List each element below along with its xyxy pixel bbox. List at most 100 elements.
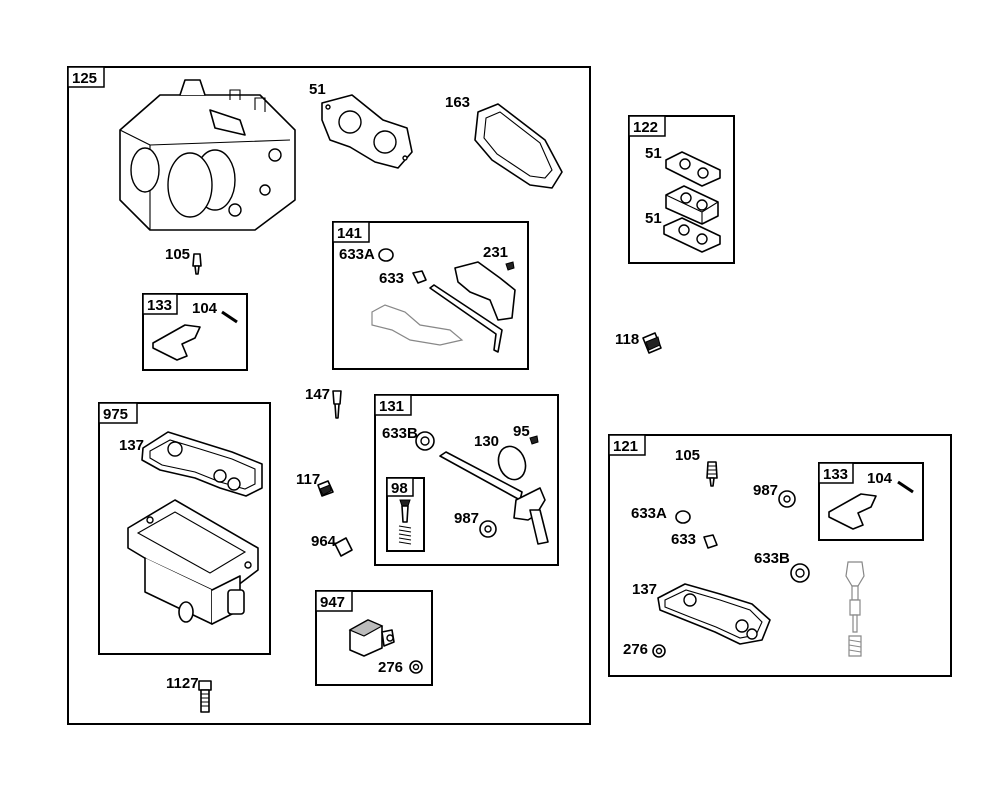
callout-51-lower: 51 <box>645 210 662 227</box>
group-133-upper-tag: 133 <box>147 297 172 314</box>
jet-105-kit <box>706 461 718 487</box>
group-121-tag-box <box>608 434 646 456</box>
callout-633-kit: 633 <box>671 531 696 548</box>
callout-51-upper: 51 <box>645 145 662 162</box>
group-131-tag: 131 <box>379 398 404 415</box>
bushing-987-kit <box>778 490 796 508</box>
group-133-lower-tag-box <box>818 462 854 484</box>
mixture-screw-body <box>401 505 409 523</box>
sleeve-964 <box>334 537 353 557</box>
carburetor-body <box>119 79 296 231</box>
callout-137: 137 <box>119 437 144 454</box>
bushing-633a-kit <box>675 510 691 524</box>
callout-276: 276 <box>378 659 403 676</box>
group-141: 141 633A 633 231 <box>332 221 529 370</box>
group-122-frame <box>628 115 735 264</box>
mixture-spring <box>398 525 412 545</box>
group-125-tag: 125 <box>72 70 97 87</box>
callout-633b-kit: 633B <box>754 550 790 567</box>
group-947: 947 276 <box>315 590 433 686</box>
callout-95: 95 <box>513 423 530 440</box>
group-131-frame <box>374 394 559 566</box>
oring-276-kit <box>652 644 666 658</box>
throttle-shaft <box>429 284 503 353</box>
seal-633b <box>415 431 435 451</box>
jet-105 <box>192 253 202 275</box>
float-lever <box>152 324 201 361</box>
group-947-tag-box <box>315 590 353 612</box>
callout-105-kit: 105 <box>675 447 700 464</box>
group-131: 131 633B 130 95 987 <box>374 394 559 566</box>
group-133-lower: 133 104 <box>818 462 924 541</box>
callout-1127: 1127 <box>166 675 199 692</box>
group-121: 121 105 987 633A 633 633B 137 2 <box>608 434 952 677</box>
bushing-633a <box>378 248 394 262</box>
group-125-frame <box>67 66 591 725</box>
group-98: 98 <box>386 477 425 552</box>
group-125: 125 <box>67 66 591 725</box>
group-98-tag: 98 <box>391 480 408 497</box>
group-122: 122 51 51 <box>628 115 735 264</box>
float-lever-kit <box>828 493 877 530</box>
bolt-1127 <box>198 680 212 713</box>
bushing-987 <box>479 520 497 538</box>
gasket-163 <box>474 103 563 189</box>
choke-plate-130 <box>497 445 527 481</box>
gasket-51-bottom <box>663 217 721 253</box>
float-pin-kit <box>897 480 914 494</box>
bowl-gasket-137-kit <box>657 583 771 645</box>
group-121-frame <box>608 434 952 677</box>
group-975-tag-box <box>98 402 138 424</box>
callout-147: 147 <box>305 386 330 403</box>
screw-95 <box>529 435 539 445</box>
throttle-plate <box>454 261 516 321</box>
group-98-tag-box <box>386 477 414 497</box>
gasket-51 <box>321 94 413 169</box>
callout-104-kit: 104 <box>867 470 893 487</box>
group-141-tag: 141 <box>337 225 362 242</box>
plug-118 <box>642 332 662 354</box>
callout-964: 964 <box>311 533 337 550</box>
callout-163: 163 <box>445 94 470 111</box>
gasket-51-top <box>665 151 721 187</box>
callout-987-kit: 987 <box>753 482 778 499</box>
group-133-lower-frame <box>818 462 924 541</box>
group-947-tag: 947 <box>320 594 345 611</box>
group-121-tag: 121 <box>613 438 638 455</box>
bowl-gasket-137 <box>141 431 263 497</box>
oring-276 <box>409 660 423 674</box>
spacer-block <box>665 185 719 225</box>
float-bowl <box>127 499 259 625</box>
group-975-tag: 975 <box>103 406 128 423</box>
choke-shaft <box>439 451 523 501</box>
group-122-tag-box <box>628 115 666 137</box>
float-pin <box>221 310 238 324</box>
group-975: 975 137 <box>98 402 271 655</box>
callout-137-kit: 137 <box>632 581 657 598</box>
group-133-upper: 133 104 <box>142 293 248 371</box>
bushing-633-kit <box>703 534 718 549</box>
group-947-frame <box>315 590 433 686</box>
group-133-lower-tag: 133 <box>823 466 848 483</box>
callout-118: 118 <box>615 331 639 348</box>
callout-633a-kit: 633A <box>631 505 667 522</box>
screw-147 <box>332 390 342 419</box>
callout-117: 117 <box>296 471 320 488</box>
group-141-frame <box>332 221 529 370</box>
callout-276-kit: 276 <box>623 641 648 658</box>
callout-987: 987 <box>454 510 479 527</box>
group-133-upper-frame <box>142 293 248 371</box>
callout-633a: 633A <box>339 246 375 263</box>
group-975-frame <box>98 402 271 655</box>
shaft-seal-gasket <box>371 304 464 346</box>
seal-633b-kit <box>790 563 810 583</box>
callout-130: 130 <box>474 433 499 450</box>
group-131-tag-box <box>374 394 412 416</box>
callout-633: 633 <box>379 270 404 287</box>
screw-231 <box>505 261 515 271</box>
callout-51: 51 <box>309 81 326 98</box>
solenoid-947 <box>348 619 395 657</box>
group-125-tag-box <box>67 66 105 88</box>
callout-633b: 633B <box>382 425 418 442</box>
